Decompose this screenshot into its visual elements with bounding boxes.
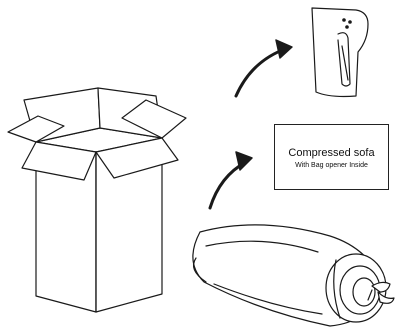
bag-opener-icon [312, 8, 368, 97]
box-icon [8, 88, 186, 312]
label-title: Compressed sofa [275, 147, 388, 159]
arrow-icon [236, 40, 292, 96]
label-subtitle: With Bag opener Inside [275, 162, 388, 169]
product-label: Compressed sofa With Bag opener Inside [274, 124, 389, 190]
rolled-sofa-icon [193, 225, 394, 326]
arrow-icon [210, 152, 252, 208]
